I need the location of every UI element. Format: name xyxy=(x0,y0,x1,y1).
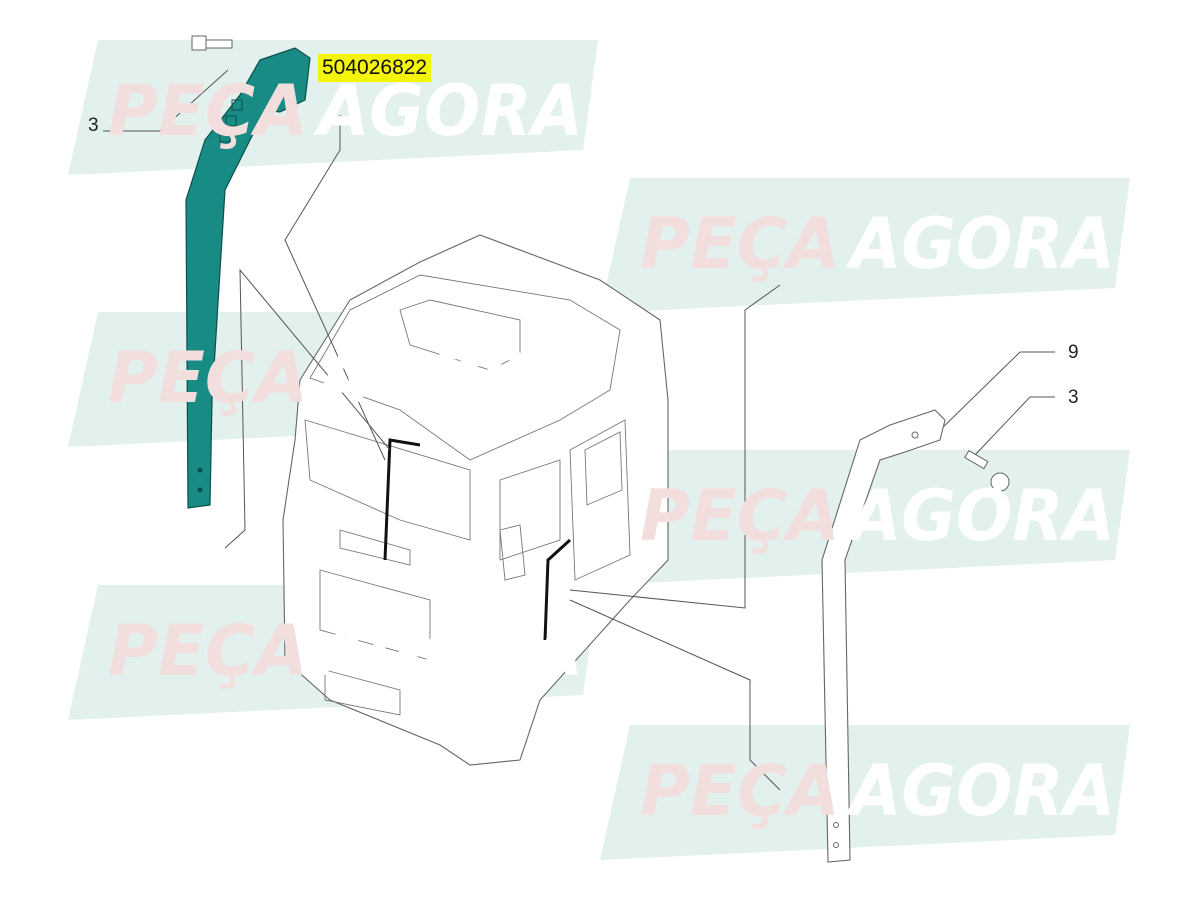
svg-text:PEÇA: PEÇA xyxy=(108,70,308,152)
svg-text:AGORA: AGORA xyxy=(313,610,583,692)
svg-text:AGORA: AGORA xyxy=(845,475,1115,557)
callout-label: 3 xyxy=(88,115,99,136)
svg-text:AGORA: AGORA xyxy=(313,337,583,419)
leader-lines xyxy=(103,69,1055,791)
svg-text:PEÇA: PEÇA xyxy=(640,750,840,832)
left-bracket-part xyxy=(185,47,311,509)
bolt-icon xyxy=(191,35,233,51)
truck-cab xyxy=(282,234,669,766)
svg-text:PEÇA: PEÇA xyxy=(108,337,308,419)
part-number-label: 504026822 xyxy=(318,54,432,82)
svg-text:PEÇA: PEÇA xyxy=(108,610,308,692)
bolt-icon xyxy=(964,449,1010,492)
right-bracket-part xyxy=(821,409,946,863)
svg-text:AGORA: AGORA xyxy=(313,70,583,152)
svg-text:PEÇA: PEÇA xyxy=(640,203,840,285)
svg-text:AGORA: AGORA xyxy=(845,750,1115,832)
callout-label: 3 xyxy=(1068,387,1079,408)
callout-label: 9 xyxy=(1068,342,1079,363)
svg-text:AGORA: AGORA xyxy=(845,203,1115,285)
svg-text:PEÇA: PEÇA xyxy=(640,475,840,557)
